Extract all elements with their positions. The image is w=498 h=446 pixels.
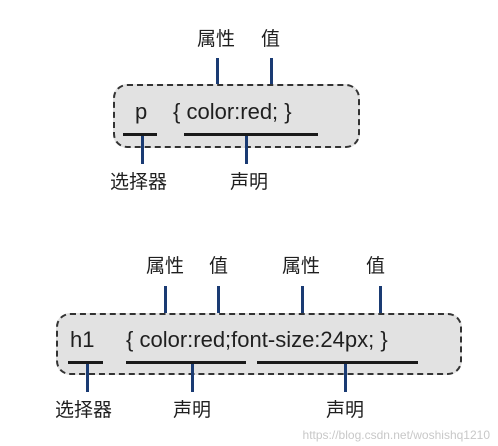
- property-label-2: 属性: [282, 255, 321, 277]
- rule-box: [56, 313, 462, 375]
- property-connector-1: [164, 286, 167, 319]
- declaration-text: { color:red;font-size:24px; }: [126, 327, 388, 352]
- declaration-connector-1: [191, 364, 194, 392]
- watermark: https://blog.csdn.net/woshishq1210: [302, 428, 490, 442]
- declaration-text: { color:red; }: [173, 99, 292, 124]
- declaration-label-2: 声明: [326, 399, 365, 421]
- selector-label: 选择器: [55, 399, 113, 421]
- declaration-label-1: 声明: [173, 399, 212, 421]
- selector-label: 选择器: [110, 171, 168, 193]
- value-connector-2: [379, 286, 382, 319]
- property-connector-2: [301, 286, 304, 319]
- value-connector-1: [217, 286, 220, 319]
- declaration-underline-2: [257, 361, 418, 364]
- selector-text: p: [135, 99, 148, 124]
- selector-connector: [86, 364, 89, 392]
- declaration-label: 声明: [230, 171, 269, 193]
- rule-box: [113, 84, 360, 148]
- value-label: 值: [261, 28, 281, 50]
- declaration-connector: [245, 136, 248, 164]
- declaration-underline-1: [126, 361, 246, 364]
- value-label-1: 值: [209, 255, 229, 277]
- value-label-2: 值: [366, 255, 386, 277]
- property-label-1: 属性: [146, 255, 185, 277]
- declaration-underline: [184, 133, 318, 136]
- selector-underline: [68, 361, 103, 364]
- selector-text: h1: [70, 327, 95, 352]
- property-label: 属性: [197, 28, 236, 50]
- property-connector: [216, 58, 219, 90]
- selector-connector: [141, 136, 144, 164]
- value-connector: [270, 58, 273, 90]
- declaration-connector-2: [344, 364, 347, 392]
- selector-underline: [123, 133, 157, 136]
